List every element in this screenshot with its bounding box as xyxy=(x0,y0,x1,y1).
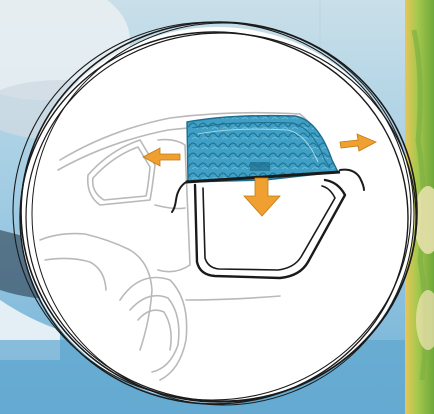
illustration-stage xyxy=(0,0,434,414)
installation-illustration xyxy=(0,0,434,414)
